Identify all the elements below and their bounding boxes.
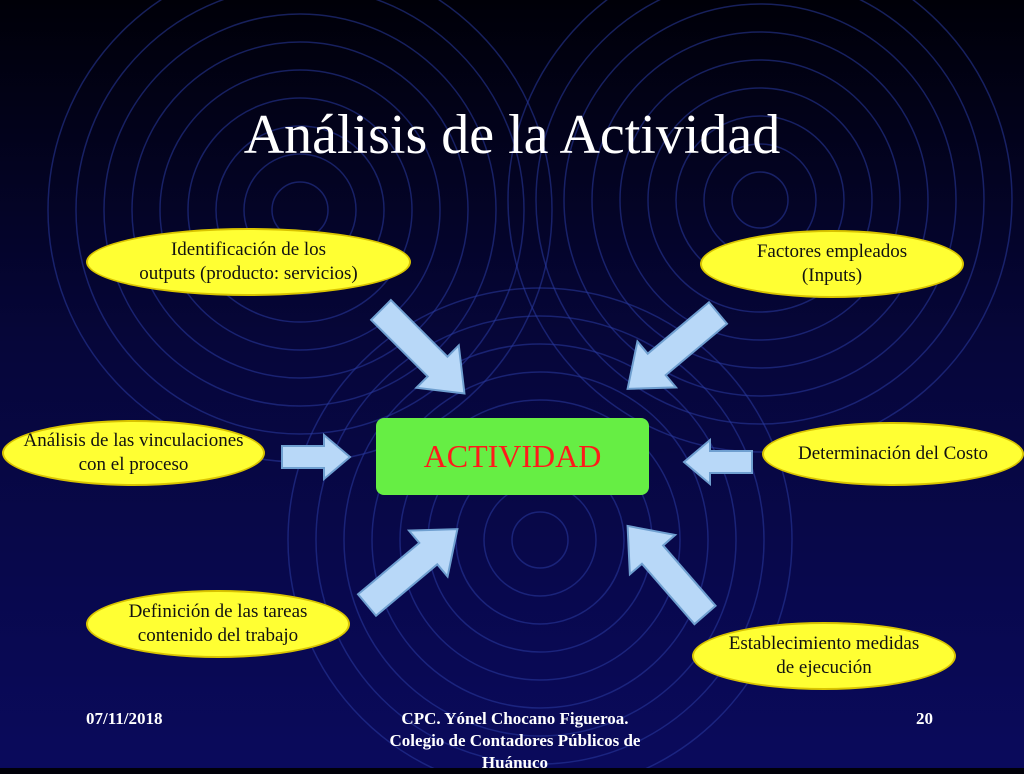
footer-author-line3: Huánuco <box>481 753 549 772</box>
footer-author: CPC. Yónel Chocano Figueroa. Colegio de … <box>330 708 700 774</box>
node-outputs-line1: Identificación de los <box>170 239 327 260</box>
background-ring <box>731 171 789 229</box>
background-ring <box>159 69 441 351</box>
node-tareas-line1: Definición de las tareas <box>128 601 308 622</box>
node-outputs-line2: outputs (producto: servicios) <box>139 263 358 284</box>
background-ring <box>507 0 1013 453</box>
node-vinculaciones-line2: con el proceso <box>78 454 189 475</box>
arrow-from-medidas <box>626 524 717 626</box>
node-inputs-line1: Factores empleados <box>756 241 908 262</box>
arrow-from-vinculaciones <box>281 432 352 482</box>
node-vinculaciones: Análisis de las vinculaciones con el pro… <box>2 420 265 486</box>
background-ring <box>75 0 525 435</box>
arrow-from-outputs <box>369 298 466 395</box>
node-medidas-line1: Establecimiento medidas <box>728 633 920 654</box>
background-ring <box>343 343 737 737</box>
background-ring <box>287 287 793 768</box>
arrow-from-costo <box>682 437 753 487</box>
footer-author-line1: CPC. Yónel Chocano Figueroa. <box>401 709 629 728</box>
node-tareas: Definición de las tareas contenido del t… <box>86 590 350 658</box>
node-costo-line1: Determinación del Costo <box>798 443 988 464</box>
background-ring <box>315 315 765 765</box>
node-tareas-line2: contenido del trabajo <box>137 625 299 646</box>
background-ring <box>535 0 985 425</box>
background-ring <box>591 31 929 369</box>
background-ring <box>371 371 709 709</box>
background-ring <box>563 3 957 397</box>
footer-page-number: 20 <box>916 709 933 728</box>
background-ring <box>187 97 413 323</box>
arrow-from-tareas <box>356 528 459 618</box>
node-inputs-line2: (Inputs) <box>801 265 863 286</box>
node-inputs: Factores empleados (Inputs) <box>700 230 964 298</box>
node-medidas-line2: de ejecución <box>776 657 872 678</box>
footer-author-line2: Colegio de Contadores Públicos de <box>389 731 641 750</box>
background-ring <box>399 399 681 681</box>
background-ring <box>619 59 901 341</box>
background-ring <box>511 511 569 569</box>
background-ring <box>103 13 497 407</box>
node-outputs: Identificación de los outputs (producto:… <box>86 228 411 296</box>
slide-title: Análisis de la Actividad <box>243 104 781 166</box>
arrow-from-inputs <box>626 300 729 390</box>
background-ring <box>647 87 873 313</box>
node-medidas: Establecimiento medidas de ejecución <box>692 622 956 690</box>
footer-date: 07/11/2018 <box>86 709 163 728</box>
node-costo: Determinación del Costo <box>762 422 1024 486</box>
background-ring <box>131 41 469 379</box>
activity-box: ACTIVIDAD <box>376 418 649 495</box>
node-vinculaciones-line1: Análisis de las vinculaciones <box>23 430 244 451</box>
